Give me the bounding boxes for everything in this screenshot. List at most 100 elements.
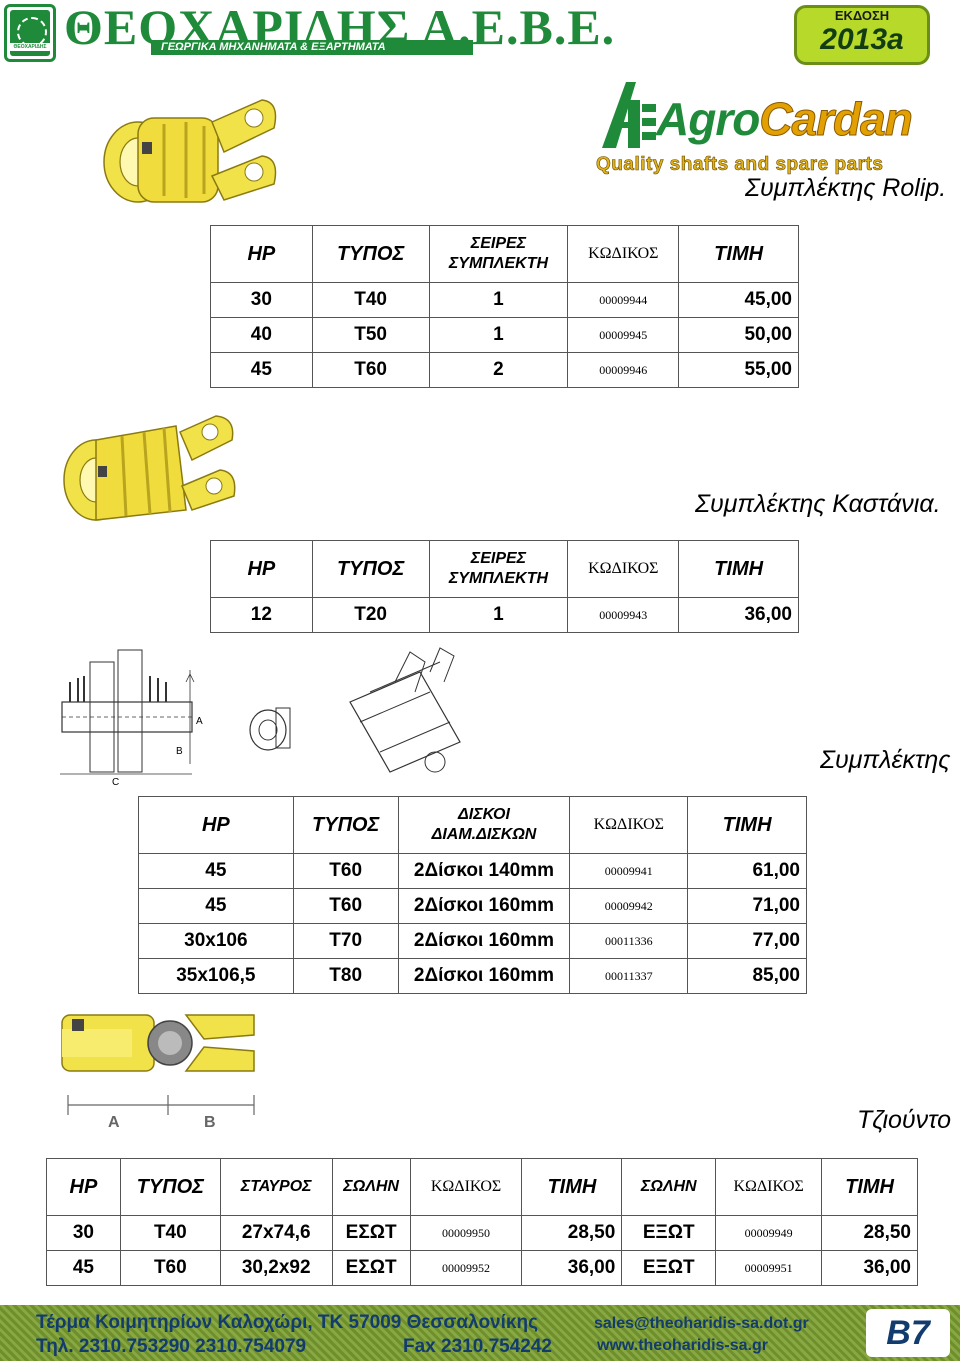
rolip-clutch-image [103,99,277,203]
col-header-type: ΤΥΠΟΣ [119,1158,221,1216]
col-header-hp: HP [210,540,313,598]
col-header-code-2: ΚΩΔΙΚΟΣ [715,1158,823,1216]
page-number-badge: B7 [866,1309,950,1357]
cell-code: 00009950 [409,1215,523,1251]
dim-label-a: A [196,716,203,727]
col-header-discs: ΔΙΣΚΟΙ ΔΙΑΜ.ΔΙΣΚΩΝ [397,796,571,854]
cell-hp: 45 [46,1250,121,1286]
ratchet-clutch-image [63,415,236,521]
cell-price: 85,00 [687,958,807,994]
cell-hp: 45 [138,888,294,924]
table-header-row: HP ΤΥΠΟΣ ΣΤΑΥΡΟΣ ΣΩΛΗΝ ΚΩΔΙΚΟΣ ΤΙΜΗ ΣΩΛΗ… [46,1158,918,1216]
cell-type: T60 [119,1250,221,1286]
col-header-price-2: ΤΙΜΗ [821,1158,918,1216]
footer-email[interactable]: sales@theoharidis-sa.dot.gr [594,1315,809,1332]
company-subtitle: ΓΕΩΡΓΙΚΑ ΜΗΧΑΝΗΜΑΤΑ & ΕΞΑΡΤΗΜΑΤΑ [151,40,473,55]
section-title-judo: Τζιούντο [857,1106,952,1134]
cell-series: 1 [428,317,569,353]
table-row: 30 T40 27x74,6 ΕΣΩΤ 00009950 28,50 ΕΞΩΤ … [46,1215,918,1251]
page-footer: Τέρμα Κοιμητηρίων Καλοχώρι, ΤΚ 57009 Θεσ… [0,1305,960,1361]
company-logo: ΘΕΟΧΑΡΙΔΗΣ [4,4,56,62]
cell-hp: 30x106 [138,923,294,959]
cell-discs: 2Δίσκοι 160mm [397,958,571,994]
cell-price: 45,00 [678,282,799,318]
section-title-rolip: Συμπλέκτης Rolip. [745,174,947,202]
cell-cross: 27x74,6 [219,1215,333,1251]
cell-code: 00011337 [569,958,689,994]
cell-code-2: 00009949 [715,1215,823,1251]
cell-price: 71,00 [687,888,807,924]
brand-part1: Agro [656,93,760,145]
cell-type: T40 [311,282,430,318]
brand-tagline: Quality shafts and spare parts [596,154,884,176]
brand-part2: Cardan [759,93,913,145]
cell-price: 61,00 [687,853,807,889]
cell-discs: 2Δίσκοι 160mm [397,888,571,924]
page-number: B7 [886,1314,930,1352]
cell-code: 00009952 [409,1250,523,1286]
cell-type: T40 [119,1215,221,1251]
cell-price: 50,00 [678,317,799,353]
cell-hp: 35x106,5 [138,958,294,994]
cell-hp: 45 [210,352,313,388]
footer-phones: Τηλ. 2310.753290 2310.754079 [36,1336,307,1357]
col-header-code: ΚΩΔΙΚΟΣ [567,540,680,598]
agrocardan-wordmark: AgroCardan [656,93,913,145]
cell-code: 00009944 [567,282,680,318]
cell-series: 2 [428,352,569,388]
cell-code: 00009943 [567,597,680,633]
cell-price: 28,50 [521,1215,623,1251]
footer-website[interactable]: www.theoharidis-sa.gr [597,1337,768,1354]
col-header-code: ΚΩΔΙΚΟΣ [567,225,680,283]
table-header-row: HP ΤΥΠΟΣ ΣΕΙΡΕΣ ΣΥΜΠΛΕΚΤΗ ΚΩΔΙΚΟΣ ΤΙΜΗ [210,225,799,283]
cell-discs: 2Δίσκοι 160mm [397,923,571,959]
col-header-price: ΤΙΜΗ [521,1158,623,1216]
col-header-price: ΤΙΜΗ [678,540,799,598]
footer-fax: Fax 2310.754242 [403,1336,552,1357]
cell-type: T60 [311,352,430,388]
cell-price: 77,00 [687,923,807,959]
table-row: 45 T60 2Δίσκοι 160mm 00009942 71,00 [138,888,807,924]
cell-hp: 12 [210,597,313,633]
cell-code: 00009942 [569,888,689,924]
cell-code: 00009946 [567,352,680,388]
cell-tube-2: ΕΞΩΤ [621,1250,717,1286]
cell-series: 1 [428,597,569,633]
cell-code: 00009941 [569,853,689,889]
col-header-type: ΤΥΠΟΣ [311,540,430,598]
cell-tube-2: ΕΞΩΤ [621,1215,717,1251]
cell-price: 36,00 [678,597,799,633]
table-row: 30x106 T70 2Δίσκοι 160mm 00011336 77,00 [138,923,807,959]
dim-label-c: C [112,777,119,788]
cell-type: T50 [311,317,430,353]
price-table-rolip: HP ΤΥΠΟΣ ΣΕΙΡΕΣ ΣΥΜΠΛΕΚΤΗ ΚΩΔΙΚΟΣ ΤΙΜΗ 3… [210,225,799,388]
table-row: 45 T60 2Δίσκοι 140mm 00009941 61,00 [138,853,807,889]
table-header-row: HP ΤΥΠΟΣ ΔΙΣΚΟΙ ΔΙΑΜ.ΔΙΣΚΩΝ ΚΩΔΙΚΟΣ ΤΙΜΗ [138,796,807,854]
cell-code-2: 00009951 [715,1250,823,1286]
cell-discs: 2Δίσκοι 140mm [397,853,571,889]
col-header-series: ΣΕΙΡΕΣ ΣΥΜΠΛΕΚΤΗ [428,225,569,283]
cell-hp: 40 [210,317,313,353]
section-title-disc-clutch: Συμπλέκτης [820,746,951,774]
dim-label-a: A [108,1114,120,1131]
cell-hp: 30 [210,282,313,318]
table-row: 40 T50 1 00009945 50,00 [210,317,799,353]
logo-tag: ΘΕΟΧΑΡΙΔΗΣ [9,43,51,51]
cell-code: 00011336 [569,923,689,959]
cell-type: T60 [292,853,399,889]
cell-code: 00009945 [567,317,680,353]
col-header-code: ΚΩΔΙΚΟΣ [569,796,689,854]
agro-a-icon [602,82,656,148]
cell-tube: ΕΣΩΤ [331,1250,411,1286]
col-header-code: ΚΩΔΙΚΟΣ [409,1158,523,1216]
footer-address: Τέρμα Κοιμητηρίων Καλοχώρι, ΤΚ 57009 Θεσ… [36,1312,538,1333]
price-table-disc-clutch: HP ΤΥΠΟΣ ΔΙΣΚΟΙ ΔΙΑΜ.ΔΙΣΚΩΝ ΚΩΔΙΚΟΣ ΤΙΜΗ… [138,796,807,994]
cell-tube: ΕΣΩΤ [331,1215,411,1251]
price-table-judo: HP ΤΥΠΟΣ ΣΤΑΥΡΟΣ ΣΩΛΗΝ ΚΩΔΙΚΟΣ ΤΙΜΗ ΣΩΛΗ… [46,1158,918,1286]
cell-price: 55,00 [678,352,799,388]
edition-badge: ΕΚΔΟΣΗ 2013a [794,5,930,65]
col-header-hp: HP [46,1158,121,1216]
cell-price-2: 28,50 [821,1215,918,1251]
edition-label: ΕΚΔΟΣΗ [834,8,890,23]
cell-type: T20 [311,597,430,633]
